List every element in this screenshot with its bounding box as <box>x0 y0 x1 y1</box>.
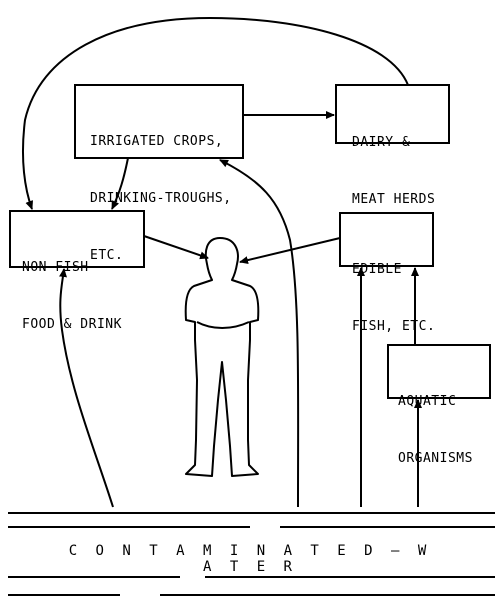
non-fish-label: NON-FISH FOOD & DRINK <box>22 220 122 353</box>
aquatic-organisms-box <box>387 344 491 399</box>
dairy-meat-box <box>335 84 450 144</box>
edible-fish-label: EDIBLE FISH, ETC. <box>352 222 435 355</box>
non-fish-line1: NON-FISH <box>22 260 89 275</box>
water-lines <box>8 512 495 596</box>
human-figure <box>184 237 260 477</box>
aquatic-organisms-label: AQUATIC ORGANISMS <box>398 354 473 487</box>
irrigated-crops-label: IRRIGATED CROPS, DRINKING-TROUGHS, ETC. <box>90 94 232 284</box>
dairy-meat-label: DAIRY & MEAT HERDS <box>352 95 435 228</box>
contaminated-water-label: C O N T A M I N A T E D – W A T E R <box>60 543 440 575</box>
edible-fish-line2: FISH, ETC. <box>352 319 436 334</box>
irrigated-crops-line2: DRINKING-TROUGHS, <box>90 191 232 206</box>
dairy-meat-line2: MEAT HERDS <box>352 192 436 207</box>
aquatic-line2: ORGANISMS <box>398 451 473 466</box>
irrigated-crops-line1: IRRIGATED CROPS, <box>90 134 224 149</box>
edible-fish-line1: EDIBLE <box>352 262 402 277</box>
arrow-nonfish-to-person <box>143 235 209 260</box>
dairy-meat-line1: DAIRY & <box>352 135 411 150</box>
arrow-fish-to-person <box>239 237 341 265</box>
human-arms <box>196 321 250 329</box>
irrigated-crops-box <box>74 84 244 159</box>
arrow-water-to-crops <box>219 159 300 508</box>
edible-fish-box <box>339 212 434 267</box>
irrigated-crops-line3: ETC. <box>90 248 124 263</box>
arrow-dairy-to-nonfish <box>21 16 409 210</box>
arrow-water-to-nonfish <box>59 268 114 508</box>
non-fish-box <box>9 210 145 268</box>
aquatic-line1: AQUATIC <box>398 394 457 409</box>
arrow-crops-to-nonfish <box>111 157 129 210</box>
non-fish-line2: FOOD & DRINK <box>22 317 122 332</box>
